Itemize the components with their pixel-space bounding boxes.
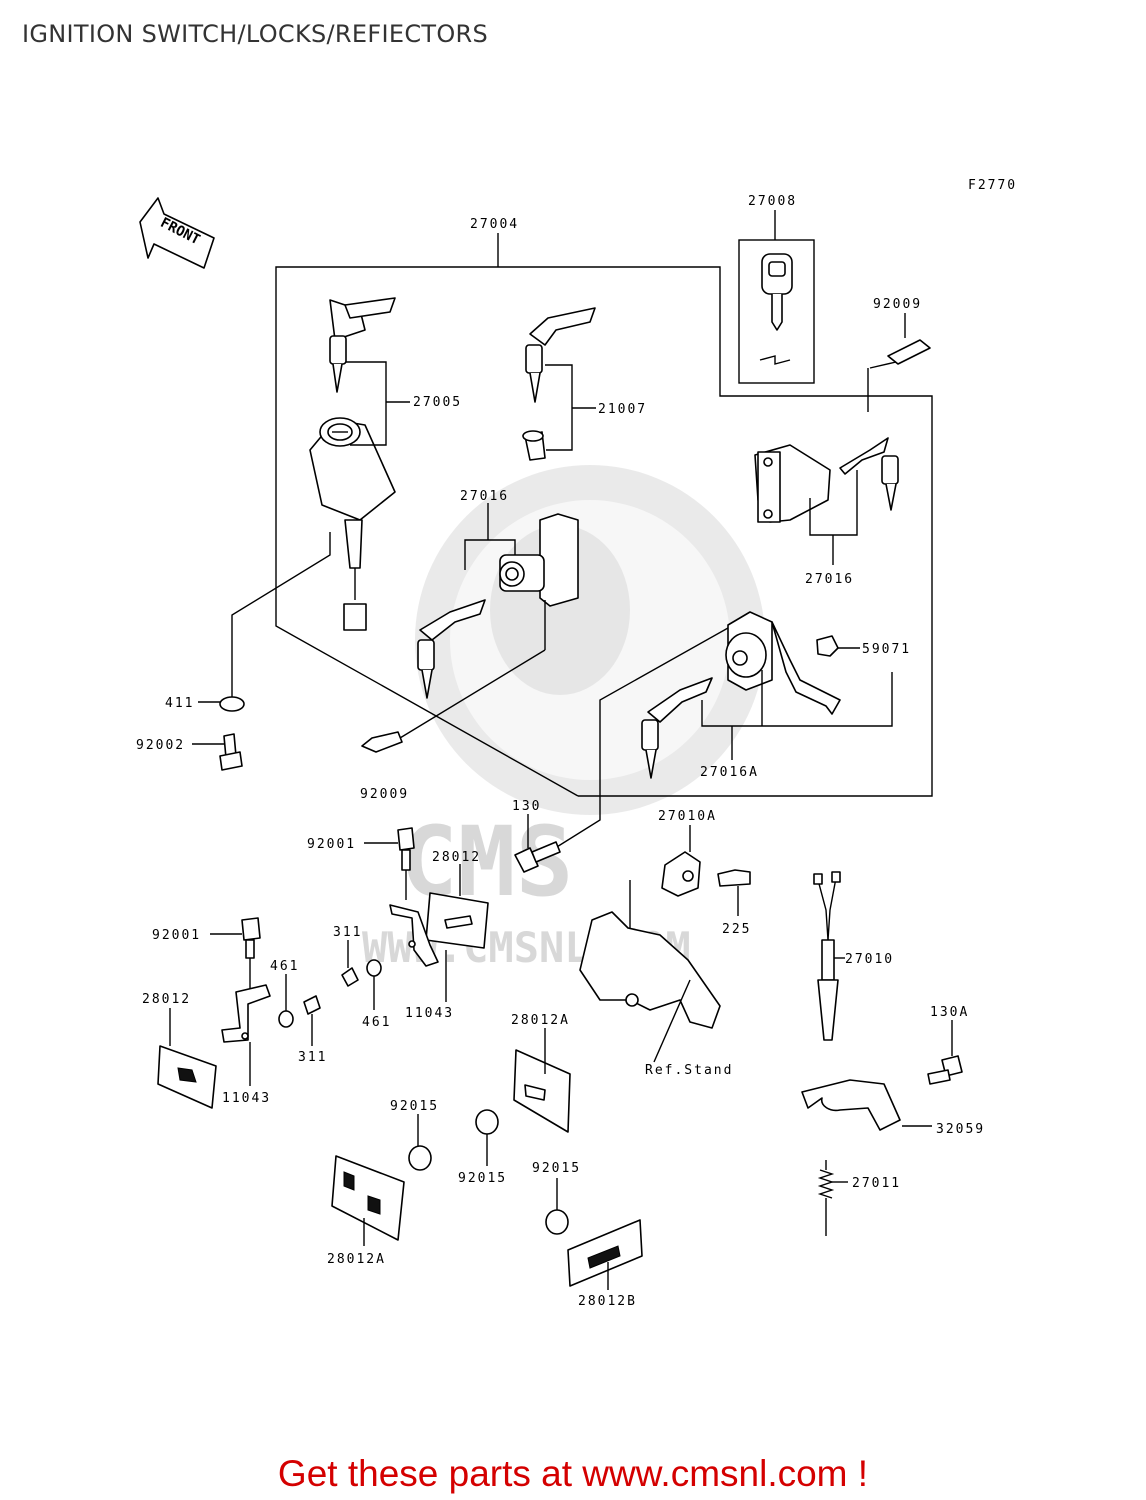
label-92001-a: 92001 (307, 837, 356, 852)
label-27005: 27005 (413, 395, 462, 410)
front-arrow-icon: FRONT (139, 197, 215, 269)
label-92015-a: 92015 (390, 1099, 439, 1114)
label-11043-b: 11043 (222, 1091, 271, 1106)
label-92015-c: 92015 (532, 1161, 581, 1176)
label-ref-stand: Ref.Stand (645, 1063, 733, 1078)
label-311-a: 311 (333, 925, 362, 940)
label-28012a-a: 28012A (511, 1013, 570, 1028)
figure-code: F2770 (968, 178, 1017, 193)
reflector-28012-b (157, 1008, 217, 1109)
bolt-92001-left (210, 917, 261, 990)
nut-92015-c (545, 1178, 569, 1235)
clamp-32059 (801, 1079, 932, 1131)
label-225: 225 (722, 922, 751, 937)
page-title: IGNITION SWITCH/LOCKS/REFIECTORS (22, 20, 489, 48)
label-28012b: 28012B (578, 1294, 637, 1309)
bolt-130a (927, 1020, 963, 1085)
reflector-28012-a (425, 864, 489, 949)
label-28012-b: 28012 (142, 992, 191, 1007)
label-27016-right: 27016 (805, 572, 854, 587)
label-27016a: 27016A (700, 765, 759, 780)
watermark-brand: CMS (400, 806, 573, 918)
ignition-switch-27005 (309, 297, 410, 631)
washer-461-b (278, 974, 294, 1028)
label-27010a: 27010A (658, 809, 717, 824)
lock-27016-right (754, 437, 899, 565)
lock-27016-mid (417, 503, 579, 699)
label-92009-top: 92009 (873, 297, 922, 312)
label-27008: 27008 (748, 194, 797, 209)
reflector-28012a-mid (513, 1028, 571, 1133)
key-set-21007 (522, 307, 596, 461)
bracket-11043-a (389, 904, 439, 967)
bolt-92009-top (867, 313, 931, 412)
label-28012-a: 28012 (432, 850, 481, 865)
bolt-92002 (192, 733, 243, 771)
reflector-28012b (567, 1219, 643, 1290)
label-461-b: 461 (362, 1015, 391, 1030)
spring-27011 (817, 1160, 848, 1236)
label-92015-b: 92015 (458, 1171, 507, 1186)
footer-cta-link[interactable]: Get these parts at www.cmsnl.com ! (277, 1453, 869, 1494)
label-311-b: 311 (298, 1050, 327, 1065)
label-130: 130 (512, 799, 541, 814)
label-92009-mid: 92009 (360, 787, 409, 802)
kit-outline-27004 (275, 233, 933, 797)
label-27004: 27004 (470, 217, 519, 232)
bolt-92009-mid (361, 649, 546, 753)
bolt-92001-mid (364, 827, 415, 900)
label-32059: 32059 (936, 1122, 985, 1137)
switch-27010 (813, 871, 845, 1041)
washer-461-a (366, 959, 382, 1010)
label-92001-b: 92001 (152, 928, 201, 943)
key-card-27008 (738, 210, 815, 384)
label-461-a: 461 (270, 959, 299, 974)
bracket-11043-b (221, 984, 271, 1086)
label-21007: 21007 (598, 402, 647, 417)
label-28012a-b: 28012A (327, 1252, 386, 1267)
lock-27016a (551, 611, 893, 851)
stand-bracket (579, 911, 721, 1063)
reflector-28012a-bottom (331, 1155, 405, 1246)
nut-311-a (341, 940, 359, 987)
label-11043-a: 11043 (405, 1006, 454, 1021)
label-27011: 27011 (852, 1176, 901, 1191)
label-27010: 27010 (845, 952, 894, 967)
label-59071: 59071 (862, 642, 911, 657)
label-411: 411 (165, 696, 194, 711)
bolt-130 (514, 814, 561, 873)
washer-411 (198, 532, 331, 712)
label-27016-mid: 27016 (460, 489, 509, 504)
label-130a: 130A (930, 1005, 969, 1020)
nut-92015-a (408, 1114, 432, 1171)
nut-92015-b (475, 1109, 499, 1166)
nut-311-b (303, 995, 321, 1046)
label-92002: 92002 (136, 738, 185, 753)
